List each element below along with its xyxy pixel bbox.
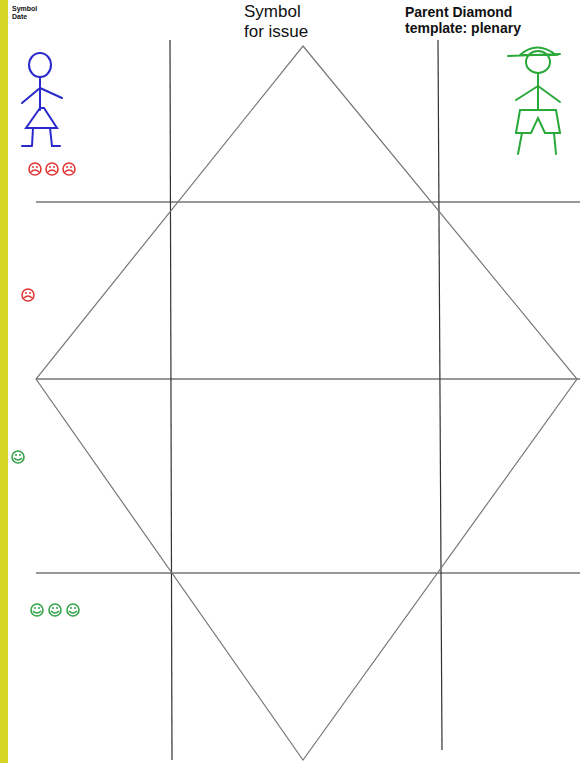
template-title: Parent Diamond template: plenary: [405, 4, 545, 36]
sad-face-eyes: [25, 166, 72, 294]
stick-figure-boy: [508, 48, 560, 155]
stick-figure-girl: [22, 53, 62, 146]
side-bar: [0, 0, 8, 763]
happy-faces: [12, 451, 79, 616]
diamond-outline: [36, 46, 577, 760]
symbol-date-label: Symbol Date: [12, 5, 42, 21]
happy-face-eyes: [15, 454, 76, 609]
issue-heading: Symbol for issue: [244, 2, 322, 41]
grid-lines: [36, 40, 580, 760]
sad-faces: [22, 163, 75, 301]
